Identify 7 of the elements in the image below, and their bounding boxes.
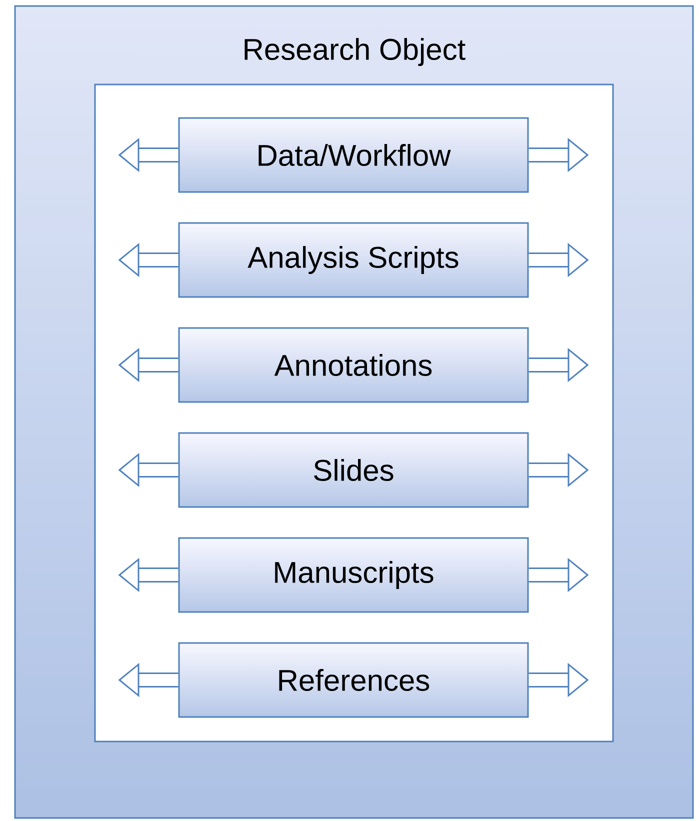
item-box: Data/Workflow: [178, 117, 529, 193]
item-box: References: [178, 642, 529, 718]
item-box: Analysis Scripts: [178, 222, 529, 298]
item-box: Annotations: [178, 327, 529, 403]
frame-title: Research Object: [244, 38, 466, 66]
item-box: Slides: [178, 432, 529, 508]
item-box: Manuscripts: [178, 537, 529, 613]
